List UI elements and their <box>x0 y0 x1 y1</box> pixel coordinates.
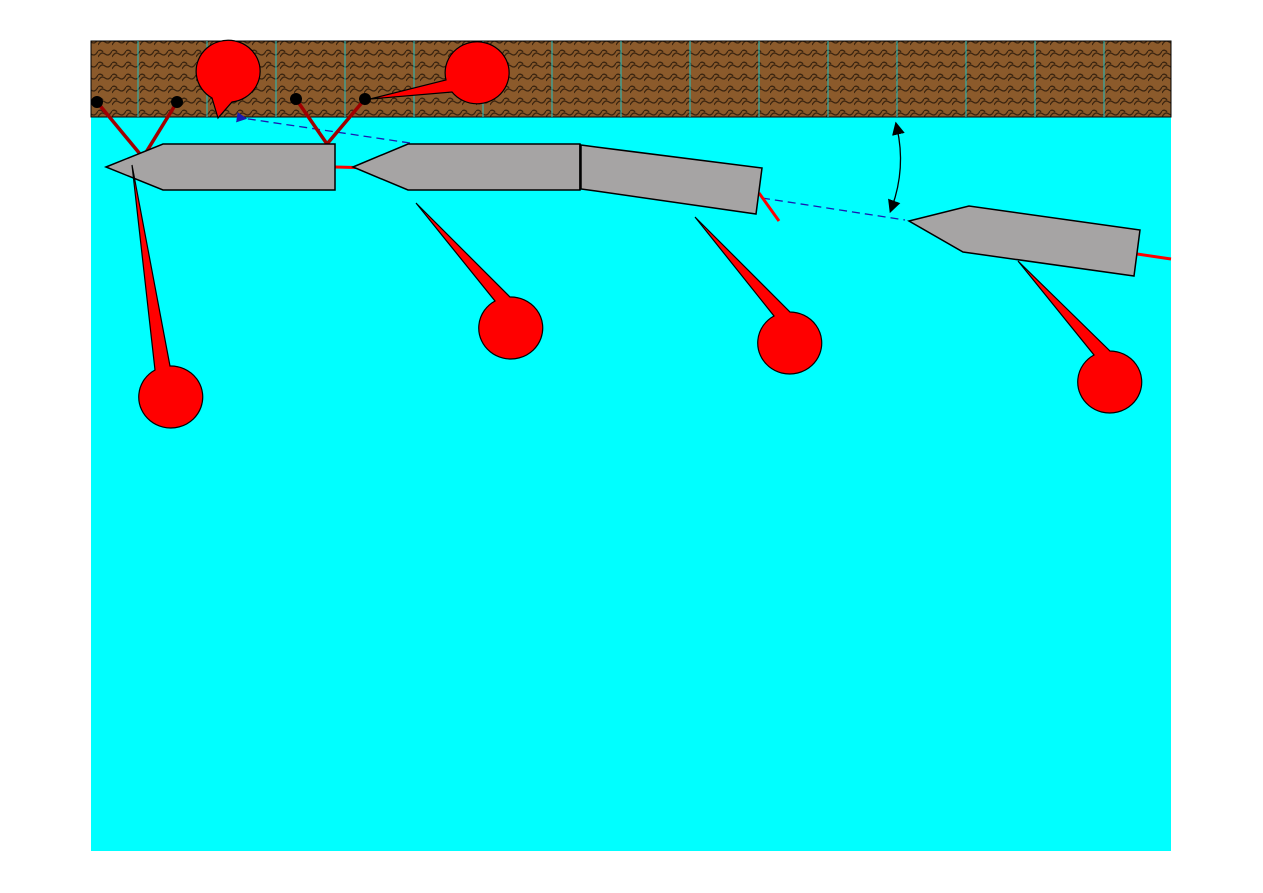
callout-5 <box>694 216 823 375</box>
dashed-reference-line <box>761 197 906 221</box>
bollard <box>359 93 371 105</box>
quay <box>90 40 1172 118</box>
dashed-reference-line <box>236 112 411 144</box>
ship-4 <box>907 205 1141 277</box>
callout-6 <box>1017 260 1143 414</box>
bollard <box>290 93 302 105</box>
ship-1 <box>103 143 336 191</box>
callout-4 <box>415 202 544 360</box>
callout-3 <box>131 164 204 429</box>
mooring-lines <box>95 97 367 156</box>
bollard <box>91 96 103 108</box>
bollard <box>171 96 183 108</box>
callout-2 <box>369 41 510 105</box>
callout-1 <box>195 39 261 120</box>
ship-3 <box>580 144 763 215</box>
angle-arrow <box>888 121 905 214</box>
bollards <box>91 93 371 108</box>
